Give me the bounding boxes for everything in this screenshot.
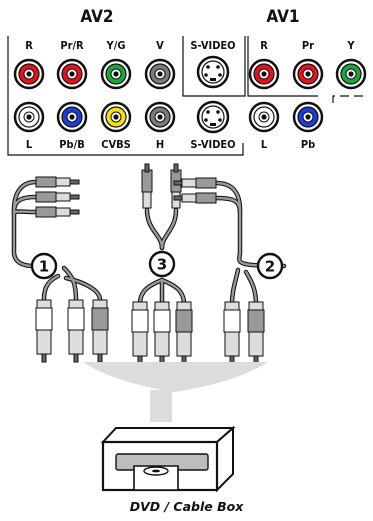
rca-plug <box>153 301 171 365</box>
bottom-plugs <box>35 299 265 365</box>
dvd-cable-box <box>100 425 236 493</box>
cable-1 <box>11 179 103 303</box>
av2-jack-bottom-4[interactable] <box>144 101 176 133</box>
cable-marker-label: 3 <box>157 256 167 274</box>
av2-label-cvbs: CVBS <box>101 138 131 151</box>
av2-jack-top-2[interactable] <box>56 58 88 90</box>
av2-bracket-line <box>7 36 244 156</box>
svideo-jack-bottom[interactable] <box>196 100 230 134</box>
device-label: DVD / Cable Box <box>129 499 244 514</box>
cable-marker-label: 1 <box>39 258 49 276</box>
av1-label-y: Y <box>347 39 355 52</box>
av1-jack-bottom-1[interactable] <box>248 101 280 133</box>
cable-marker-label: 2 <box>265 258 275 276</box>
cable-markers: 1 3 2 <box>30 250 284 280</box>
cable-2 <box>213 180 287 307</box>
cable-marker-2: 2 <box>256 252 284 280</box>
av2-jack-bottom-1[interactable] <box>13 101 45 133</box>
av1-label-l: L <box>260 138 268 151</box>
av1-bracket-dash <box>332 95 365 103</box>
cable-marker-1: 1 <box>30 252 58 280</box>
rca-plug <box>223 301 241 365</box>
signal-beam-stem <box>150 390 172 422</box>
av2-jack-bottom-3[interactable] <box>100 101 132 133</box>
av1-jack-top-2[interactable] <box>292 58 324 90</box>
av1-jack-top-1[interactable] <box>248 58 280 90</box>
rca-plug <box>247 301 265 365</box>
av2-label-prr: Pr/R <box>60 39 84 52</box>
av2-jack-top-4[interactable] <box>144 58 176 90</box>
rca-plug <box>91 299 109 363</box>
av1-jack-bottom-2[interactable] <box>292 101 324 133</box>
svideo-label-top: S-VIDEO <box>190 39 236 52</box>
av1-label-pr: Pr <box>301 39 315 52</box>
signal-beam <box>83 362 268 392</box>
av1-title: AV1 <box>266 7 300 27</box>
rca-plug <box>35 299 53 363</box>
svideo-jack-top[interactable] <box>196 55 230 89</box>
av2-title: AV2 <box>80 7 114 27</box>
svideo-box-line <box>182 36 246 97</box>
jack-group <box>13 58 367 133</box>
av2-jack-top-3[interactable] <box>100 58 132 90</box>
av2-label-h: H <box>155 138 165 151</box>
av1-bracket-line <box>247 36 318 97</box>
svideo-label-bottom: S-VIDEO <box>190 138 236 151</box>
av1-label-r: R <box>260 39 268 52</box>
rca-plug <box>131 301 149 365</box>
rca-plug <box>67 299 85 363</box>
av2-label-v: V <box>156 39 164 52</box>
rca-plug <box>175 301 193 365</box>
av2-label-pbb: Pb/B <box>59 138 85 151</box>
cable-marker-3: 3 <box>148 250 176 278</box>
av2-jack-top-1[interactable] <box>13 58 45 90</box>
cable-2-plugs-top <box>173 177 217 204</box>
av2-jack-bottom-2[interactable] <box>56 101 88 133</box>
av1-label-pb: Pb <box>300 138 316 151</box>
cable-3-plugs-top <box>141 163 182 209</box>
cable-3 <box>137 207 187 307</box>
av2-label-yg: Y/G <box>106 39 126 52</box>
av2-label-l: L <box>25 138 33 151</box>
av1-jack-top-3[interactable] <box>335 58 367 90</box>
cable-1-plugs-top <box>35 176 80 218</box>
av2-label-r: R <box>25 39 33 52</box>
